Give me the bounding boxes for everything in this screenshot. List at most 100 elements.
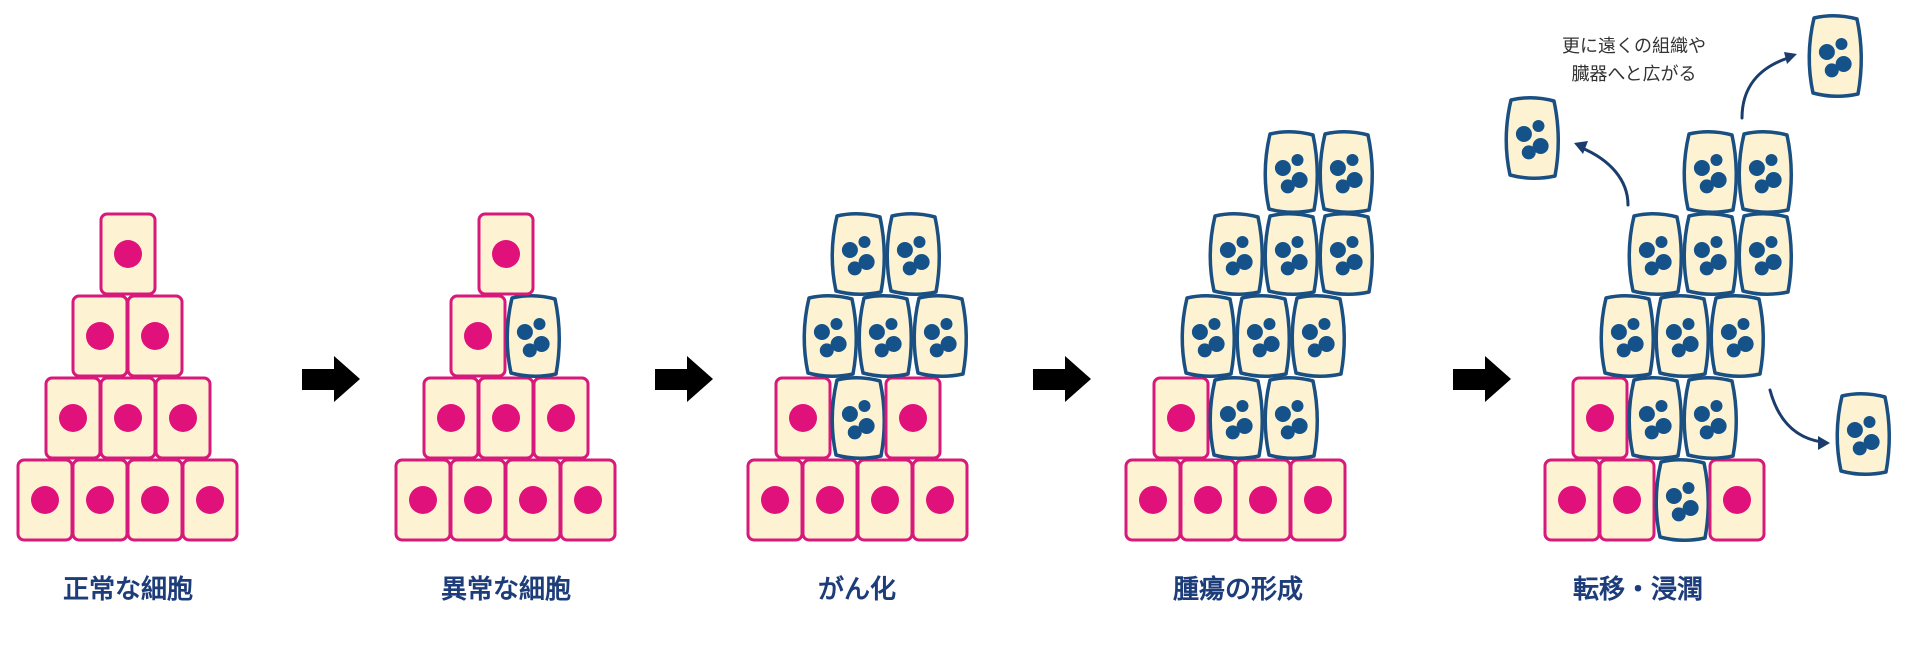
nucleus bbox=[813, 324, 830, 340]
arrow-4 bbox=[1453, 356, 1511, 402]
nucleus bbox=[1307, 343, 1322, 358]
nucleus bbox=[1699, 425, 1714, 440]
normal-cell bbox=[1124, 458, 1182, 542]
nucleus bbox=[1765, 154, 1778, 166]
nucleus bbox=[1346, 236, 1359, 248]
nucleus bbox=[1225, 425, 1240, 440]
nucleus bbox=[1754, 179, 1769, 194]
nucleus bbox=[464, 322, 492, 350]
right-arrow-icon bbox=[1033, 356, 1091, 402]
cancer-cell bbox=[1318, 130, 1375, 214]
nucleus bbox=[874, 343, 889, 358]
nucleus bbox=[1249, 486, 1277, 514]
nucleus bbox=[1521, 145, 1536, 160]
nucleus bbox=[896, 242, 913, 258]
cancer-cell bbox=[1627, 212, 1684, 296]
nucleus bbox=[1665, 324, 1682, 340]
nucleus bbox=[1225, 261, 1240, 276]
stage-label-normal-cells: 正常な細胞 bbox=[63, 574, 193, 605]
arrowhead-icon bbox=[1574, 141, 1588, 154]
cancer-cell bbox=[1737, 130, 1794, 214]
nucleus bbox=[929, 343, 944, 358]
nucleus bbox=[902, 261, 917, 276]
nucleus bbox=[1682, 318, 1695, 330]
nucleus bbox=[1765, 254, 1782, 270]
nucleus bbox=[1291, 172, 1308, 188]
nucleus bbox=[1291, 418, 1308, 434]
nucleus bbox=[1252, 343, 1267, 358]
stage-label-abnormal-cells: 異常な細胞 bbox=[441, 574, 571, 605]
nucleus bbox=[1236, 400, 1249, 412]
cancer-cell bbox=[830, 212, 887, 296]
nucleus bbox=[1532, 120, 1545, 132]
nucleus bbox=[1139, 486, 1167, 514]
stage-4-tumor-formation: 腫瘍の形成 bbox=[1124, 130, 1375, 605]
nucleus bbox=[1835, 38, 1848, 50]
cancer-cell bbox=[1737, 212, 1794, 296]
nucleus bbox=[533, 336, 550, 352]
nucleus bbox=[885, 318, 898, 330]
nucleus bbox=[1723, 486, 1751, 514]
nucleus bbox=[1726, 343, 1741, 358]
stage-2-abnormal-cells: 異常な細胞 bbox=[394, 212, 617, 605]
nucleus bbox=[858, 400, 871, 412]
nucleus bbox=[1304, 486, 1332, 514]
curved-arrow-icon bbox=[1768, 388, 1824, 444]
nucleus bbox=[1737, 336, 1754, 352]
nucleus bbox=[1246, 324, 1263, 340]
cancer-cell bbox=[1835, 392, 1892, 476]
nucleus bbox=[522, 343, 537, 358]
nucleus bbox=[1280, 179, 1295, 194]
normal-cell bbox=[449, 294, 507, 378]
nucleus bbox=[1693, 160, 1710, 176]
nucleus bbox=[1194, 486, 1222, 514]
nucleus bbox=[847, 425, 862, 440]
nucleus bbox=[86, 322, 114, 350]
nucleus bbox=[1699, 261, 1714, 276]
nucleus bbox=[1329, 242, 1346, 258]
curved-arrow-icon bbox=[1740, 56, 1790, 120]
nucleus bbox=[913, 254, 930, 270]
nucleus bbox=[1627, 318, 1640, 330]
normal-cell bbox=[154, 376, 212, 460]
nucleus bbox=[1613, 486, 1641, 514]
nucleus bbox=[1824, 63, 1839, 78]
normal-cell bbox=[504, 458, 562, 542]
cancer-cell bbox=[830, 376, 887, 460]
nucleus bbox=[830, 336, 847, 352]
arrowhead-icon bbox=[1818, 436, 1830, 450]
normal-cell bbox=[99, 376, 157, 460]
arrow-1 bbox=[302, 356, 360, 402]
nucleus bbox=[1682, 482, 1695, 494]
normal-cell bbox=[477, 212, 535, 296]
cancer-cell bbox=[1318, 212, 1375, 296]
nucleus bbox=[59, 404, 87, 432]
nucleus bbox=[1318, 318, 1331, 330]
nucleus bbox=[1301, 324, 1318, 340]
nucleus bbox=[871, 486, 899, 514]
normal-cell bbox=[99, 212, 157, 296]
nucleus bbox=[547, 404, 575, 432]
stage-3-cancerization: がん化 bbox=[746, 212, 969, 605]
nucleus bbox=[1346, 154, 1359, 166]
normal-cell bbox=[477, 376, 535, 460]
nucleus bbox=[1638, 406, 1655, 422]
nucleus bbox=[516, 324, 533, 340]
cancer-cell bbox=[912, 294, 969, 378]
nucleus bbox=[1263, 336, 1280, 352]
nucleus bbox=[1765, 172, 1782, 188]
cancer-cell bbox=[1290, 294, 1347, 378]
cancer-cell bbox=[1180, 294, 1237, 378]
stage-5-metastasis-invasion: 更に遠くの組織や 臓器へと広がる 転移・浸潤 bbox=[1504, 14, 1892, 605]
nucleus bbox=[923, 324, 940, 340]
cancer-cell bbox=[1682, 212, 1739, 296]
nucleus bbox=[816, 486, 844, 514]
cancer-cell bbox=[1807, 14, 1864, 98]
nucleus bbox=[464, 486, 492, 514]
nucleus bbox=[1219, 242, 1236, 258]
nucleus bbox=[1291, 236, 1304, 248]
nucleus bbox=[1852, 441, 1867, 456]
normal-cell bbox=[801, 458, 859, 542]
nucleus bbox=[940, 336, 957, 352]
nucleus bbox=[1665, 488, 1682, 504]
